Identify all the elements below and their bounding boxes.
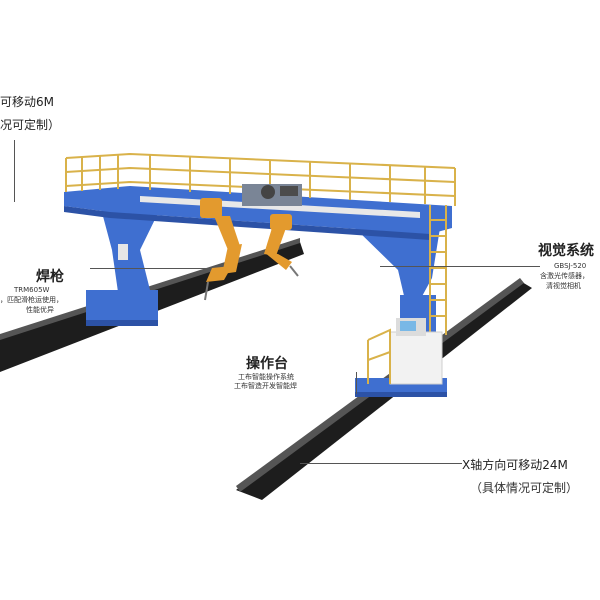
ladder	[429, 205, 447, 335]
operator-console	[367, 318, 443, 385]
top-railing	[65, 152, 456, 206]
welding-robot-right	[264, 214, 299, 277]
welding-robot-left	[200, 198, 242, 301]
console-title: 操作台	[246, 356, 288, 372]
vision-model: GBSJ-520	[554, 262, 587, 270]
console-desc-line2: 工布智造开发智能焊	[234, 382, 297, 390]
vision-desc-line2: 清视觉相机	[546, 282, 581, 290]
console-desc-line1: 工布智能操作系统	[238, 373, 294, 381]
torch-model: TRM605W	[14, 286, 50, 294]
left-gantry-leg	[86, 205, 162, 326]
vision-desc-line1: 含激光传感器，	[540, 272, 589, 280]
leader-console	[356, 372, 357, 394]
leader-vision	[380, 266, 540, 267]
leader-torch	[90, 268, 210, 269]
vision-system-title: 视觉系统	[538, 243, 594, 259]
trolley-carriage	[242, 184, 302, 206]
y-axis-travel-label: 可移动6M	[0, 95, 54, 109]
torch-desc-line1: ，匹配滑枪运使用，	[0, 296, 63, 304]
leader-xaxis	[300, 463, 462, 464]
torch-desc-line2: 性能优异	[26, 306, 54, 314]
y-axis-customizable-note: 况可定制）	[0, 118, 61, 132]
x-axis-customizable-note: （具体情况可定制）	[470, 481, 579, 495]
leader-yaxis	[14, 140, 15, 202]
x-axis-travel-label: X轴方向可移动24M	[462, 458, 568, 472]
torch-title: 焊枪	[36, 269, 64, 285]
